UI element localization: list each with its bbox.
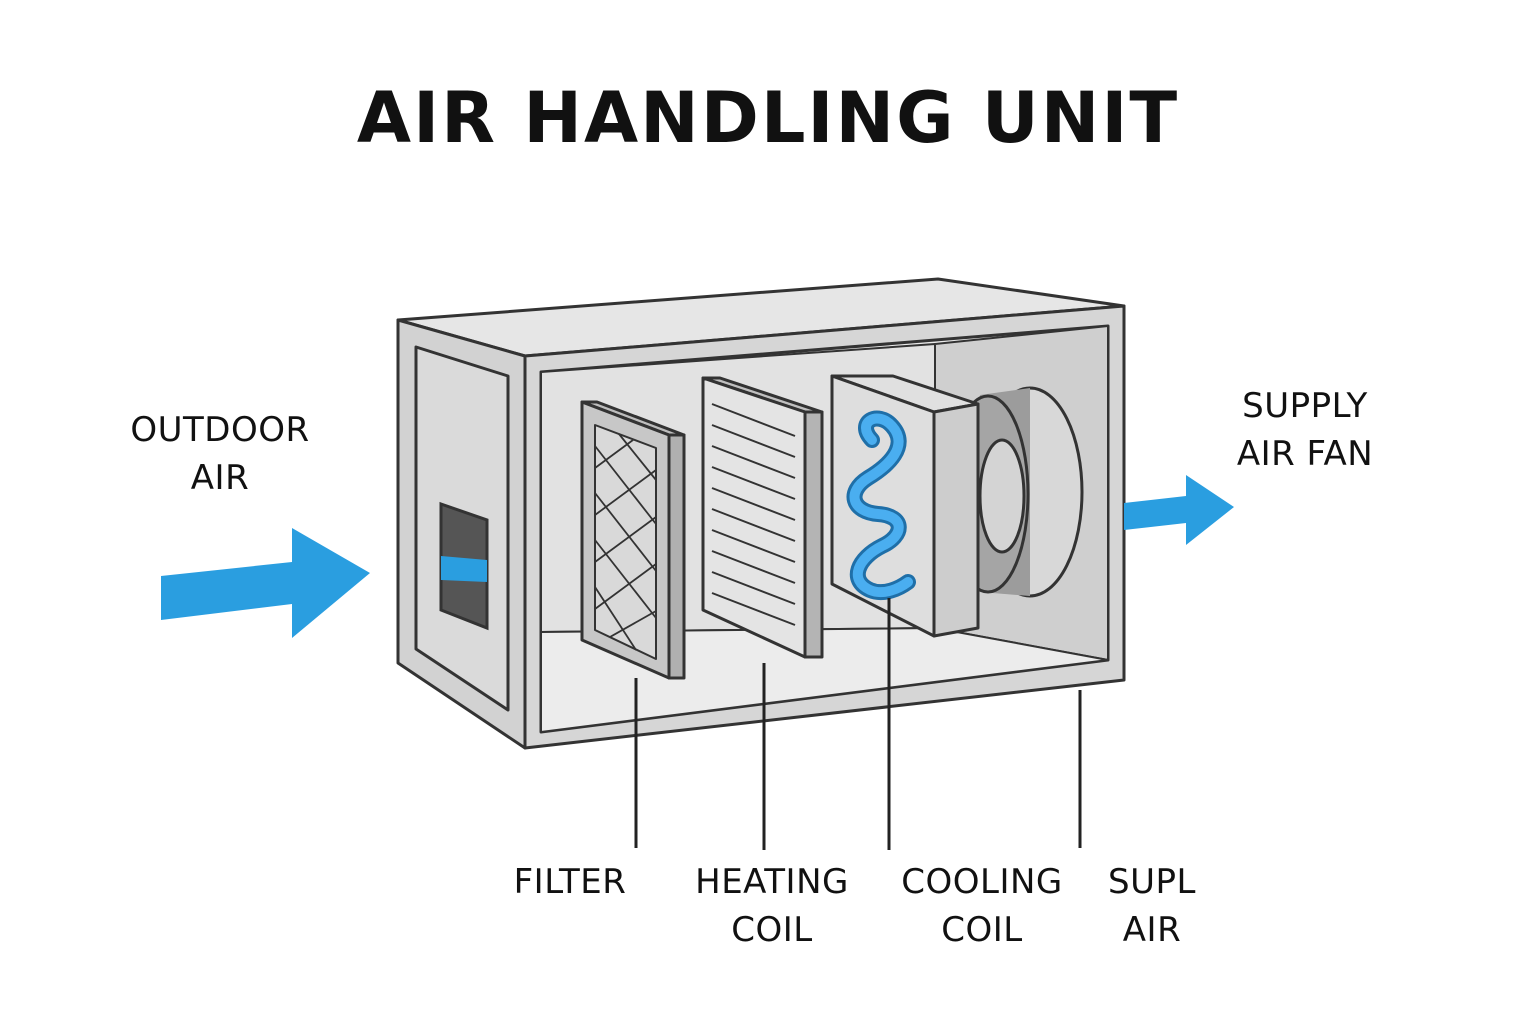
supply-air-arrow: [1124, 475, 1234, 545]
label-heating-coil: HEATING COIL: [695, 862, 849, 950]
diagram-title: AIR HANDLING UNIT: [356, 77, 1180, 159]
label-cooling-coil: COOLING COIL: [901, 862, 1063, 950]
cooling-coil-tube-fill: [849, 413, 913, 598]
label-outdoor-air: OUTDOOR AIR: [130, 410, 310, 498]
inlet-airflow-stripe: [441, 556, 487, 582]
heating-coil-panel: [701, 376, 824, 659]
outdoor-air-arrow: [161, 528, 370, 638]
label-supply-air-fan: SUPPLY AIR FAN: [1236, 386, 1374, 474]
label-filter: FILTER: [513, 862, 627, 902]
filter-panel: [580, 400, 686, 680]
label-supply-air: SUPL AIR: [1108, 862, 1196, 950]
